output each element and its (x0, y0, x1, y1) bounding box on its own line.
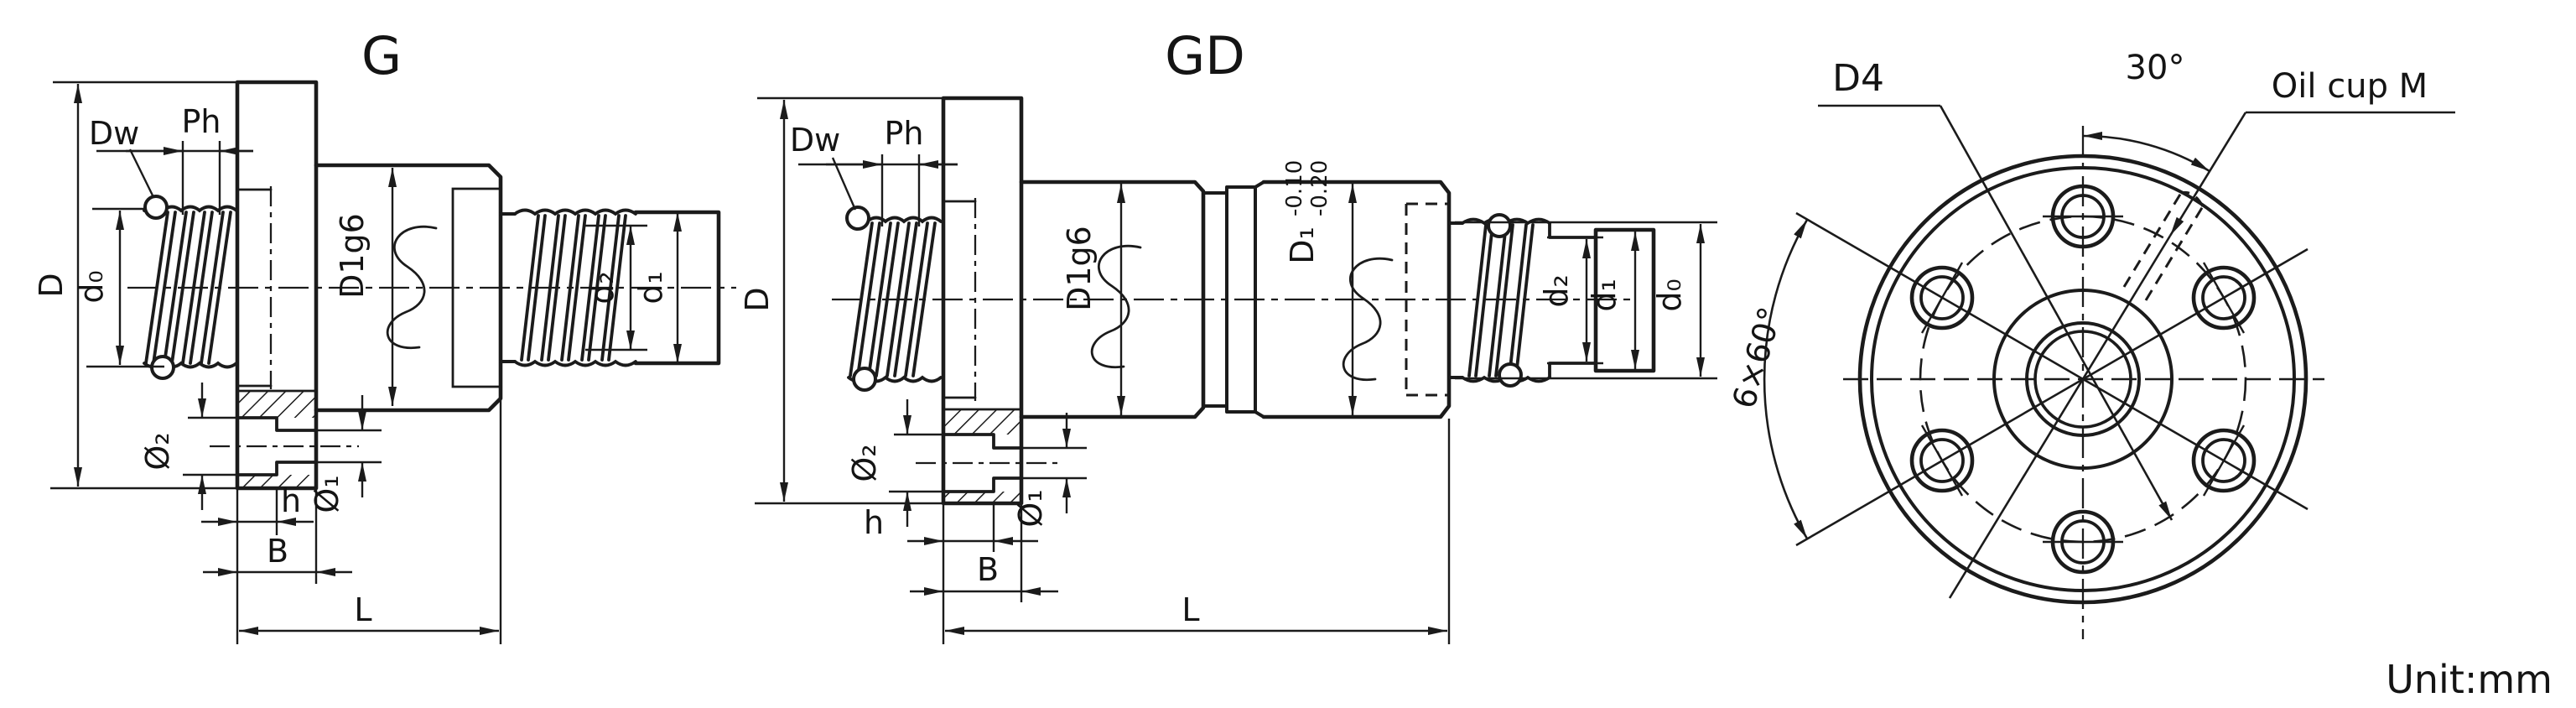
break-line (386, 225, 438, 350)
hatch-upper (237, 391, 316, 418)
label-d2: d₂ (584, 271, 621, 304)
gd-view: GD Dw Ph D D1g6 D₁ -0.10 -0.20 d₂ d₁ d₀ … (739, 25, 1717, 644)
label-d1: d₁ (632, 271, 669, 304)
flange-dimensions (1763, 104, 2455, 599)
label-L: L (354, 591, 371, 628)
g-title: G (361, 25, 402, 86)
ball-top (845, 206, 870, 231)
oil-cup-hidden (2122, 190, 2205, 301)
g-dimensions (50, 81, 682, 644)
label-L: L (1182, 591, 1199, 628)
label-phi2: Ø₂ (139, 432, 176, 470)
ball-top (143, 195, 169, 220)
ball-top (1487, 213, 1512, 238)
label-h: h (281, 482, 301, 519)
label-D1-tolerance: D₁ -0.10 -0.20 (1282, 156, 1332, 264)
label-6x60: 6×60° (1725, 303, 1789, 413)
hatch-upper (943, 409, 1021, 435)
hole-axes (1795, 211, 2309, 547)
label-d2: d₂ (1538, 274, 1575, 307)
label-h: h (864, 504, 884, 541)
label-phi1: Ø₁ (309, 475, 345, 513)
gd-title: GD (1165, 25, 1245, 86)
label-B: B (267, 533, 288, 570)
g-view: G Dw Ph D d₀ D1g6 d₂ d₁ Ø₂ Ø₁ h B L (33, 25, 736, 644)
label-B: B (977, 551, 999, 588)
label-ph: Ph (182, 103, 221, 140)
label-D4: D4 (1832, 57, 1884, 100)
break-line (1342, 257, 1394, 382)
ball-bottom (1498, 362, 1523, 388)
flange-outline (1795, 126, 2324, 639)
label-D1g6: D1g6 (1061, 226, 1098, 311)
label-ph: Ph (885, 115, 924, 152)
label-d0: d₀ (73, 270, 110, 303)
gd-outline (832, 96, 1656, 506)
label-d0: d₀ (1651, 279, 1688, 311)
ball-bottom (852, 367, 877, 392)
label-d1: d₁ (1586, 279, 1623, 311)
unit-label: Unit:mm (2386, 657, 2553, 702)
flange-labels: D4 30° Oil cup M 6×60° (1725, 49, 2428, 413)
label-phi1: Ø₁ (1012, 489, 1049, 527)
label-D1g6: D1g6 (334, 213, 371, 299)
label-D: D (739, 287, 776, 311)
label-dw: Dw (790, 122, 840, 159)
hatch-lower (943, 492, 1021, 503)
label-oil-cup: Oil cup M (2272, 67, 2428, 106)
g-labels: G Dw Ph D d₀ D1g6 d₂ d₁ Ø₂ Ø₁ h B L (33, 25, 669, 628)
g-outline (127, 80, 736, 491)
label-30deg: 30° (2126, 49, 2185, 87)
hatch-lower (237, 475, 316, 488)
label-D: D (33, 273, 70, 297)
label-phi2: Ø₂ (846, 444, 883, 482)
label-dw: Dw (89, 115, 139, 152)
gd-labels: GD Dw Ph D D1g6 D₁ -0.10 -0.20 d₂ d₁ d₀ … (739, 25, 1688, 628)
gd-dimensions (755, 96, 1717, 644)
break-line (1090, 244, 1142, 369)
flange-view: D4 30° Oil cup M 6×60° (1725, 49, 2455, 639)
